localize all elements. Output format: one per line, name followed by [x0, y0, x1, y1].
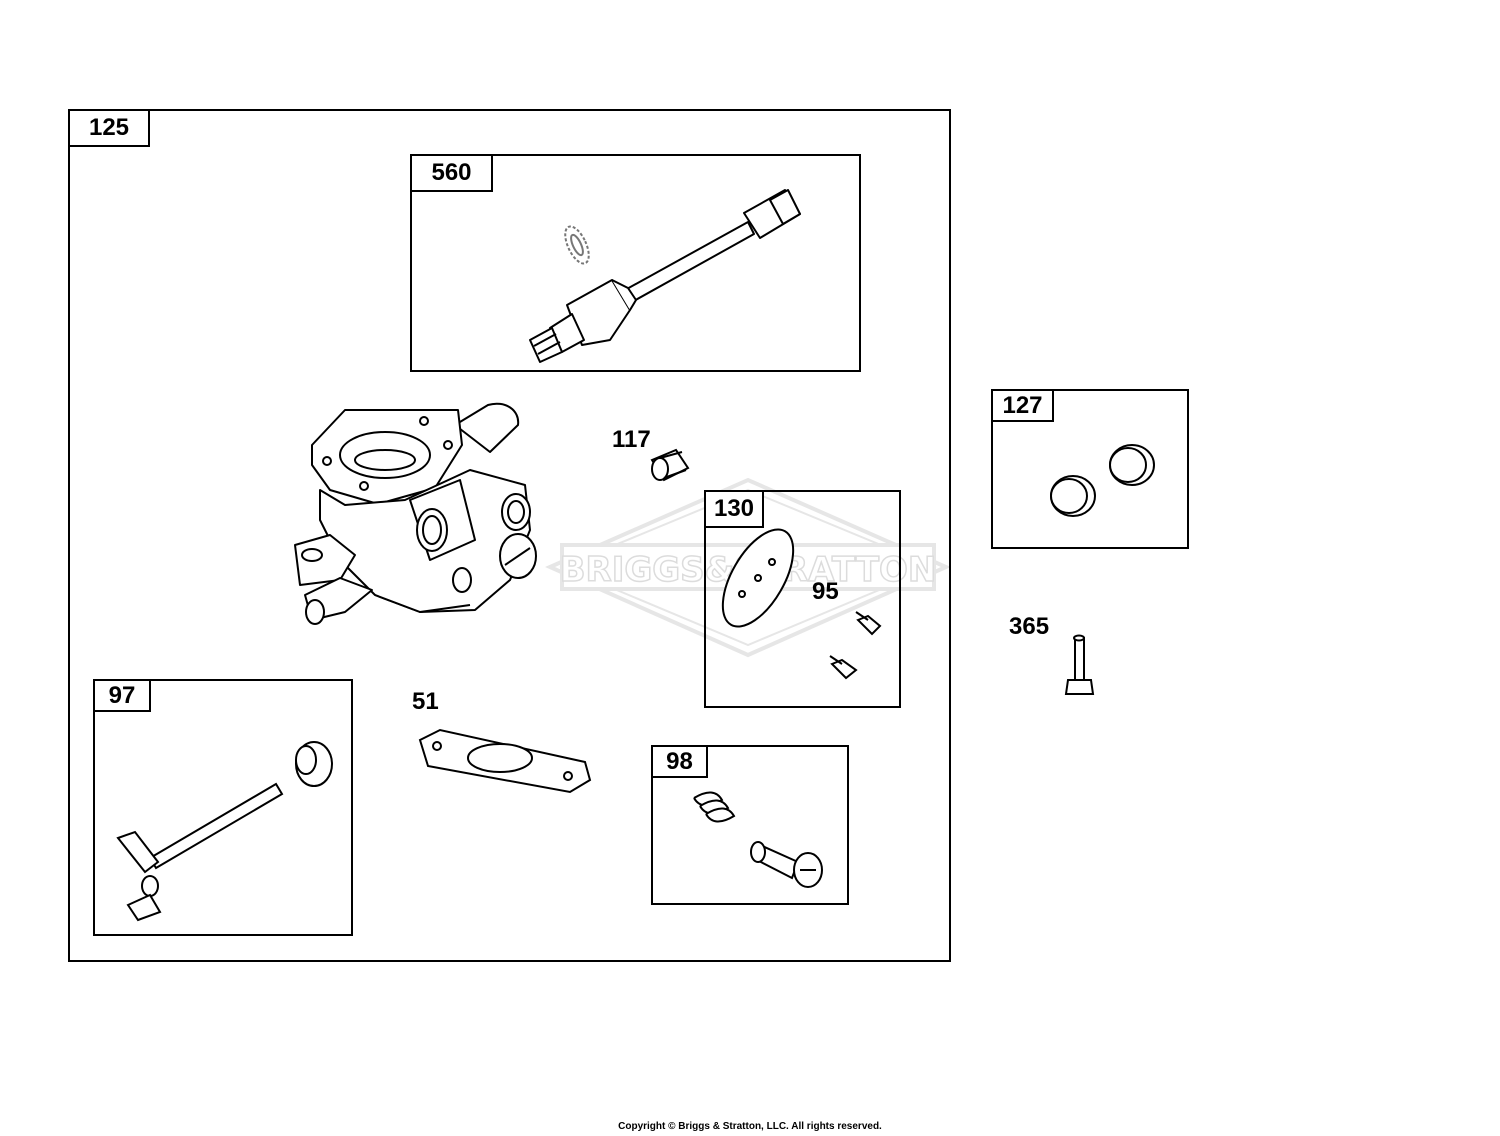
group-box-97: 97 [93, 679, 353, 936]
shaft-97-drawing [116, 741, 333, 922]
bolt-365-drawing [1064, 634, 1095, 695]
plugs-127-drawing [1050, 444, 1155, 517]
plate-130-drawing [721, 528, 882, 680]
group-box-130: 130 [704, 490, 901, 708]
carburetor-body-drawing [294, 402, 537, 625]
copyright-notice: Copyright © Briggs & Stratton, LLC. All … [618, 1121, 882, 1132]
group-label-125: 125 [68, 109, 150, 147]
callout-51: 51 [412, 688, 439, 715]
group-label-127: 127 [991, 389, 1054, 422]
spring-screw-98-drawing [693, 791, 823, 888]
group-box-125: 125 [68, 109, 951, 962]
group-label-97: 97 [93, 679, 151, 712]
group-label-560: 560 [410, 154, 493, 192]
group-box-560: 560 [410, 154, 861, 372]
sensor-wire-drawing [529, 189, 801, 363]
gasket-51-drawing [418, 728, 592, 794]
group-label-130: 130 [704, 490, 764, 528]
group-box-98: 98 [651, 745, 849, 905]
callout-117: 117 [612, 426, 651, 453]
callout-365: 365 [1009, 613, 1050, 640]
group-label-98: 98 [651, 745, 708, 778]
callout-95: 95 [812, 578, 839, 605]
group-box-127: 127 [991, 389, 1189, 549]
plug-117-drawing [650, 448, 690, 482]
